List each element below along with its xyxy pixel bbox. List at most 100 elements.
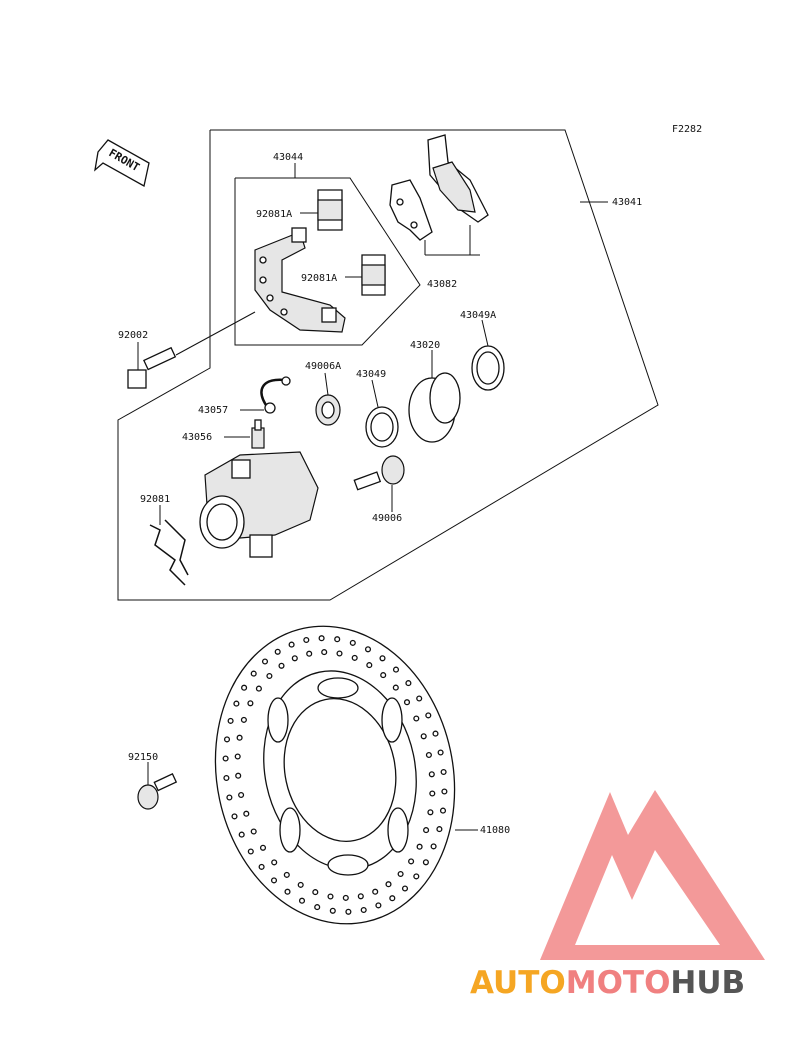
brake-pads (389, 134, 489, 256)
caliper-assembly-boundary (117, 129, 659, 601)
disc-vent-hole (240, 716, 247, 723)
watermark-text: AUTOMOTOHUB (470, 965, 745, 1001)
disc-vent-hole (250, 828, 257, 835)
disc-vent-hole (428, 771, 435, 778)
disc-vent-hole (392, 666, 400, 673)
watermark-hub: HUB (670, 965, 745, 1001)
disc-vent-hole (334, 636, 341, 643)
disc-vent-hole (250, 670, 257, 677)
dust-seal (365, 406, 399, 448)
disc-vent-hole (372, 888, 379, 895)
disc-vent-hole (283, 871, 290, 878)
label-43044: 43044 (273, 152, 303, 163)
disc-vent-hole (379, 655, 386, 662)
label-43049: 43049 (356, 369, 386, 380)
disc-vent-hole (243, 810, 250, 817)
pad-spring-bottom (361, 254, 386, 296)
figure-code: F2282 (672, 124, 702, 135)
disc-vent-hole (420, 733, 427, 740)
caliper-body (199, 451, 319, 558)
disc-vent-hole (345, 908, 352, 915)
label-41080: 41080 (480, 825, 510, 836)
disc-vent-hole (327, 893, 334, 900)
disc-vent-hole (389, 895, 396, 902)
label-92002: 92002 (118, 330, 148, 341)
disc-vent-hole (236, 734, 243, 741)
label-49006: 49006 (372, 513, 402, 524)
disc-vent-hole (226, 794, 233, 801)
disc-vent-hole (274, 648, 281, 655)
disc-vent-hole (321, 649, 328, 656)
disc-vent-hole (266, 672, 273, 680)
disc-vent-hole (360, 906, 367, 914)
caliper-bracket (254, 227, 346, 333)
label-92081a-top: 92081A (256, 209, 292, 220)
disc-vent-hole (291, 655, 298, 662)
disc-vent-hole (234, 753, 241, 760)
disc-vent-hole (255, 685, 262, 692)
disc-vent-hole (441, 788, 448, 795)
disc-vent-hole (392, 684, 399, 691)
disc-vent-hole (401, 885, 409, 892)
disc-vent-hole (437, 749, 444, 756)
disc-vent-hole (247, 700, 254, 707)
disc-vent-hole (223, 774, 230, 782)
disc-vent-hole (385, 881, 392, 888)
disc-vent-hole (436, 826, 443, 833)
disc-vent-hole (223, 736, 231, 743)
disc-vent-hole (227, 717, 234, 724)
disc-vent-hole (380, 672, 387, 679)
disc-vent-hole (397, 870, 404, 878)
disc-vent-hole (329, 907, 336, 914)
disc-vent-hole (261, 658, 269, 665)
disc-vent-hole (241, 684, 248, 691)
disc-vent-hole (351, 654, 358, 661)
disc-vent-hole (306, 650, 313, 657)
label-92150: 92150 (128, 752, 158, 763)
disc-vent-hole (357, 893, 364, 900)
disc-vent-hole (278, 662, 285, 669)
disc-vent-hole (413, 715, 420, 722)
disc-vent-hole (413, 873, 420, 880)
disc-vent-hole (375, 902, 382, 909)
disc-vent-hole (427, 809, 434, 816)
disc-vent-hole (439, 807, 447, 814)
mounting-bolt (127, 311, 256, 389)
disc-vent-hole (336, 650, 343, 657)
disc-vent-hole (408, 858, 415, 865)
disc-vent-hole (430, 843, 437, 850)
disc-vent-hole (425, 751, 432, 759)
disc-bolt (137, 773, 178, 810)
disc-vent-hole (259, 844, 267, 851)
disc-vent-hole (405, 680, 412, 687)
disc-vent-hole (235, 772, 242, 779)
front-arrow: FRONT (94, 139, 150, 187)
pad-spring-top (317, 189, 343, 231)
label-49006a: 49006A (305, 361, 341, 372)
caliper-piston (408, 372, 461, 443)
disc-vent-hole (222, 755, 229, 762)
disc-vent-hole (416, 695, 423, 702)
disc-vent-hole (247, 848, 254, 855)
label-43057: 43057 (198, 405, 228, 416)
disc-vent-hole (423, 827, 430, 834)
disc-vent-hole (298, 897, 306, 904)
disc-vent-hole (233, 700, 240, 707)
disc-vent-hole (422, 859, 429, 866)
disc-vent-hole (258, 863, 265, 870)
label-43056: 43056 (182, 432, 212, 443)
watermark-logo (540, 790, 765, 960)
disc-vent-hole (271, 859, 278, 866)
disc-vent-hole (238, 791, 245, 799)
label-43049a: 43049A (460, 310, 496, 321)
disc-vent-hole (440, 768, 447, 776)
label-43020: 43020 (410, 340, 440, 351)
leader-lines (137, 163, 608, 831)
disc-vent-hole (312, 889, 319, 896)
bleeder-cap (260, 376, 291, 414)
disc-vent-hole (432, 730, 439, 737)
watermark-auto: AUTO (470, 965, 566, 1001)
disc-vent-holes (222, 635, 448, 915)
disc-vent-hole (284, 888, 291, 895)
disc-vent-hole (429, 790, 436, 797)
